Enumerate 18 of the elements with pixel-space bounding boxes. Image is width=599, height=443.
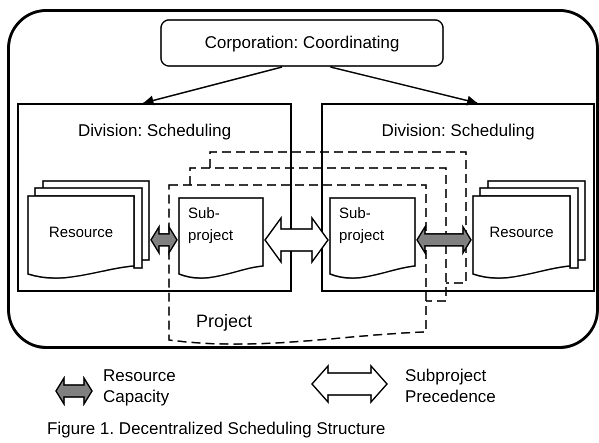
arrow	[143, 66, 282, 106]
node-label: Project	[196, 310, 252, 333]
node-label: Corporation: Coordinating	[204, 32, 400, 54]
coordinator-box	[160, 19, 444, 67]
block-arrow	[416, 224, 472, 256]
figure-caption: Figure 1. Decentralized Scheduling Structure	[47, 418, 386, 439]
node-label: Division: Scheduling	[380, 120, 536, 142]
node-label: Division: Scheduling	[76, 120, 232, 142]
block-arrow	[264, 216, 329, 264]
legend-label: Resource Capacity	[103, 365, 177, 407]
node-label: Sub- project	[188, 204, 234, 246]
block-arrow	[150, 224, 178, 256]
node-label: Sub- project	[339, 204, 386, 246]
node-label: Resource	[48, 223, 114, 243]
legend-label: Subproject Precedence	[405, 365, 497, 407]
arrow	[330, 66, 478, 106]
node-label: Resource	[488, 223, 555, 243]
enterprise-frame	[7, 9, 599, 349]
